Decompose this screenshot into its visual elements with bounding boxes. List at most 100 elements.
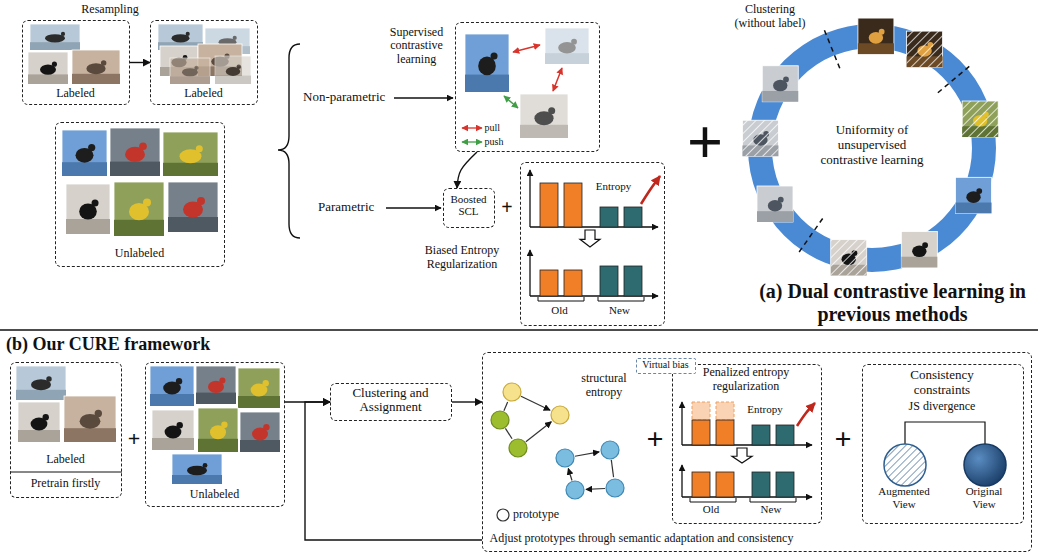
- photo: [196, 366, 236, 404]
- photo: [520, 94, 568, 138]
- photo-background: [831, 240, 867, 276]
- photo-ground: [163, 163, 218, 176]
- photo: [72, 50, 120, 84]
- photo: [170, 58, 210, 84]
- set-label: Labeled: [150, 87, 258, 101]
- virtual-bias-bar: [692, 402, 710, 420]
- graph-link: [586, 488, 605, 490]
- group-bracket: [538, 297, 584, 301]
- photo-ground: [64, 428, 116, 442]
- set-label: Unlabeled: [55, 247, 225, 261]
- graph-link: [611, 460, 613, 477]
- photo-background: [858, 18, 894, 54]
- note-box: Virtual bias: [636, 358, 696, 374]
- photo: [545, 28, 589, 64]
- graph-link: [568, 468, 572, 480]
- photo: [238, 368, 280, 408]
- photo: [215, 56, 251, 84]
- photo: [907, 31, 943, 67]
- photo-subject-head: [263, 424, 269, 430]
- divergence-bracket: [905, 422, 985, 444]
- push-legend-sample: [462, 141, 482, 142]
- photo-background: [465, 34, 509, 92]
- photo-background: [163, 132, 218, 176]
- contrastive-panel: Supervised contrastive learningpullpush: [455, 22, 600, 152]
- photo-background: [114, 182, 164, 236]
- photo-subject-head: [219, 377, 225, 383]
- prototype-node: [503, 383, 521, 401]
- photo-ground: [858, 43, 894, 54]
- chart-axis: [681, 402, 682, 445]
- bar: [600, 207, 618, 227]
- view-label: Original View: [954, 485, 1014, 510]
- photo-subject-head: [177, 422, 183, 428]
- bar: [692, 420, 710, 445]
- photo-ground: [28, 74, 68, 84]
- photo: [163, 132, 218, 176]
- legend-text: pull: [485, 122, 519, 134]
- photo-background: [757, 186, 793, 222]
- photo-ground: [168, 217, 218, 232]
- photo-subject-head: [197, 197, 205, 205]
- step-label: Resampling: [70, 3, 150, 17]
- photo-subject-head: [221, 422, 227, 428]
- note-text: Virtual bias: [636, 359, 696, 371]
- prototype-node: [556, 449, 574, 467]
- divergence-label: JS divergence: [892, 400, 992, 414]
- photo-ground: [172, 475, 222, 484]
- photo-subject-head: [61, 32, 65, 36]
- photo-background: [18, 402, 60, 442]
- group-bracket: [690, 498, 736, 502]
- set-label: Labeled: [22, 87, 130, 101]
- photo-background: [172, 454, 222, 484]
- flow-connector: [305, 402, 482, 540]
- panel-heading: Consistency constraints: [892, 368, 992, 398]
- group-label: Old: [689, 503, 733, 516]
- labeled-image-set: Labeled: [22, 20, 130, 105]
- region-caption: Adjust prototypes through semantic adapt…: [490, 532, 920, 546]
- entropy-panel: EntropyOldNew: [520, 162, 665, 326]
- flow-connector: [130, 62, 150, 63]
- photo-hatch: [742, 120, 778, 156]
- flow-connector: [457, 152, 477, 188]
- photo-subject-head: [237, 64, 241, 68]
- branch-label: Parametric: [318, 200, 384, 215]
- uniformity-ring-band: [748, 24, 996, 272]
- bar: [716, 472, 734, 497]
- photo-ground: [66, 219, 110, 234]
- photo: [956, 177, 992, 213]
- photo-subject-head: [43, 414, 49, 420]
- graph-link: [575, 452, 599, 456]
- flow-arrow: [386, 207, 441, 208]
- photo-ground: [198, 439, 238, 452]
- photo-background: [198, 408, 238, 452]
- photo: [16, 366, 66, 400]
- photo-background: [30, 24, 80, 50]
- set-label: Labeled: [10, 453, 122, 467]
- bar: [564, 183, 582, 227]
- chart-axis: [529, 170, 530, 227]
- cluster-boundary: [938, 64, 972, 92]
- photo-background: [152, 410, 194, 450]
- photo-background: [520, 94, 568, 138]
- photo-hatch: [831, 240, 867, 276]
- group-label: New: [749, 503, 793, 516]
- photo-background: [110, 128, 160, 176]
- component-label: structural entropy: [575, 372, 633, 400]
- panel-heading: Penalized entropy regularization: [691, 366, 801, 394]
- bar: [540, 183, 558, 227]
- plus-sign: +: [640, 424, 670, 454]
- photo-ground: [238, 396, 280, 408]
- legend-text: prototype: [513, 508, 575, 522]
- photo-ground: [72, 74, 120, 84]
- separator-line: [10, 472, 122, 473]
- set-label: Unlabeled: [145, 488, 285, 502]
- resampled-image-set: Labeled: [150, 20, 258, 105]
- photo: [962, 101, 998, 137]
- photo-ground: [762, 91, 798, 102]
- photo-background: [907, 31, 943, 67]
- photo-background: [238, 368, 280, 408]
- group-label: Old: [538, 304, 582, 317]
